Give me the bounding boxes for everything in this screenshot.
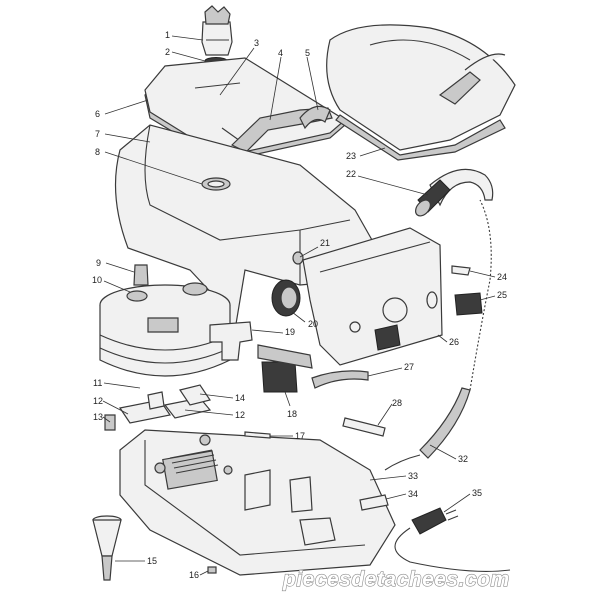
cable-sleeve xyxy=(419,387,471,459)
callout-22: 22 xyxy=(346,169,356,179)
callout-5: 5 xyxy=(305,48,310,58)
callout-26: 26 xyxy=(449,337,459,347)
handle-arch xyxy=(299,105,331,130)
small-nut xyxy=(207,566,217,574)
callout-12b: 12 xyxy=(235,410,245,420)
callout-21: 21 xyxy=(320,238,330,248)
callout-25: 25 xyxy=(497,290,507,300)
callout-7: 7 xyxy=(95,129,100,139)
callout-33: 33 xyxy=(408,471,418,481)
callout-17: 17 xyxy=(295,431,305,441)
callout-6: 6 xyxy=(95,109,100,119)
rocker-switch xyxy=(454,292,483,316)
filling-funnel xyxy=(92,515,122,581)
callout-4: 4 xyxy=(278,48,283,58)
callout-1: 1 xyxy=(165,30,170,40)
callout-3: 3 xyxy=(254,38,259,48)
callout-10: 10 xyxy=(92,275,102,285)
steam-elbow xyxy=(209,321,253,361)
steam-tube xyxy=(311,370,369,389)
callout-9: 9 xyxy=(96,258,101,268)
safety-valve xyxy=(133,264,149,286)
solenoid-valve xyxy=(257,344,313,393)
base-tray xyxy=(119,429,396,576)
callout-18: 18 xyxy=(287,409,297,419)
gasket-ring-inner xyxy=(207,180,225,188)
callout-12a: 12 xyxy=(93,396,103,406)
callout-24: 24 xyxy=(497,272,507,282)
callout-14: 14 xyxy=(235,393,245,403)
callout-11: 11 xyxy=(93,378,102,388)
power-cord xyxy=(394,507,511,572)
top-cover xyxy=(144,57,347,161)
steam-iron xyxy=(326,24,516,161)
callout-32: 32 xyxy=(458,454,468,464)
indicator-lamp xyxy=(292,251,304,265)
callout-16: 16 xyxy=(189,570,199,580)
bracket-set xyxy=(104,384,212,431)
callout-27: 27 xyxy=(404,362,414,372)
leader-lines xyxy=(102,35,496,576)
callout-8: 8 xyxy=(95,147,100,157)
screw xyxy=(244,431,271,439)
callout-35: 35 xyxy=(472,488,482,498)
callout-19: 19 xyxy=(285,327,295,337)
callout-labels: 1 2 3 4 5 6 7 8 9 10 11 12 13 12 14 15 1… xyxy=(92,30,507,580)
callout-2: 2 xyxy=(165,47,170,57)
watermark-text: piecesdetachees.com xyxy=(282,568,510,591)
cable-wires xyxy=(384,454,421,471)
callout-34: 34 xyxy=(408,489,418,499)
callout-13: 13 xyxy=(93,412,103,422)
callout-23: 23 xyxy=(346,151,356,161)
wire-connector xyxy=(451,265,471,276)
callout-28: 28 xyxy=(392,398,402,408)
filler-cap xyxy=(201,5,233,56)
callout-15: 15 xyxy=(147,556,157,566)
control-panel xyxy=(302,227,443,366)
pin xyxy=(342,417,386,437)
pressure-knob-face xyxy=(280,286,298,310)
callout-20: 20 xyxy=(308,319,318,329)
cable-clip xyxy=(359,494,389,511)
boiler xyxy=(99,282,231,377)
hose-coupling xyxy=(415,168,494,217)
